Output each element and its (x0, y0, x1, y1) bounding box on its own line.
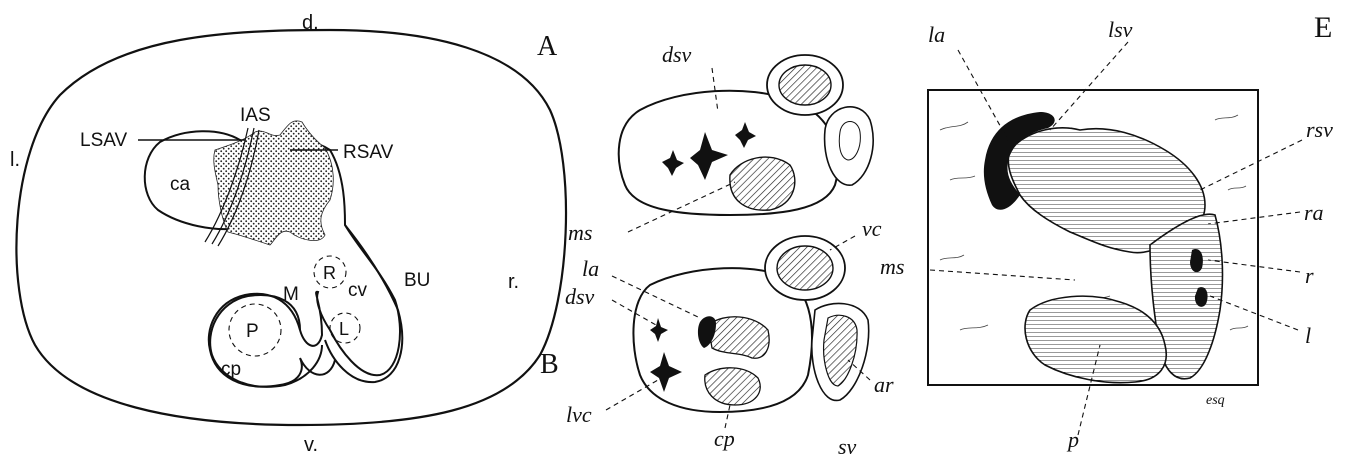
label-l: l. (10, 149, 20, 171)
panel-B-cp-body (705, 368, 760, 405)
panel-E-label-esq: esq (1206, 393, 1225, 408)
panel-E-label-lsv: lsv (1108, 17, 1133, 42)
panel-E: E la lsv rsv (880, 11, 1333, 452)
panel-A-dsv-leader (712, 68, 718, 112)
panel-B-label-cp: cp (714, 426, 735, 451)
panel-B-cp-leader (725, 405, 730, 428)
panel-B-label-dsv: dsv (565, 284, 595, 309)
panel-B: B vc la dsv ar lvc cp sv (540, 216, 894, 459)
panel-B-label-sv: sv (838, 434, 857, 459)
panel-B-letter: B (540, 349, 559, 380)
left-diagram: d. v. l. r. LSAV IAS RSAV ca M R cv BU P… (10, 12, 566, 456)
panel-E-label-ms: ms (880, 254, 904, 279)
panel-B-lvc-leader (606, 380, 658, 410)
panel-A-vessel-top-inner (779, 65, 831, 105)
label-P: P (246, 321, 259, 342)
label-cp: cp (221, 359, 241, 380)
tube-outer (325, 225, 402, 382)
panel-A-ms-body (730, 157, 795, 210)
panel-A-ms-leader (628, 182, 735, 232)
panel-B-label-lvc: lvc (566, 402, 592, 427)
label-v: v. (304, 434, 318, 456)
panel-A-mark-small (735, 122, 756, 148)
panel-B-label-la: la (582, 256, 599, 281)
panel-A-letter: A (537, 31, 558, 62)
panel-E-label-p: p (1066, 427, 1079, 452)
panel-E-label-la: la (928, 22, 945, 47)
panel-B-lvc-mark (650, 352, 682, 392)
label-R: R (323, 263, 336, 283)
panel-B-label-vc: vc (862, 216, 882, 241)
label-M: M (283, 284, 299, 305)
panel-B-la-body (708, 317, 769, 358)
label-L: L (339, 319, 349, 339)
label-IAS: IAS (240, 105, 271, 126)
label-RSAV: RSAV (343, 142, 394, 163)
panel-B-label-ar: ar (874, 372, 894, 397)
label-ca: ca (170, 174, 191, 195)
panel-B-dsv-mark (650, 318, 668, 342)
panel-B-vc-inner (777, 246, 833, 290)
label-d: d. (302, 12, 319, 34)
panel-E-label-r: r (1305, 263, 1314, 288)
panel-E-r-dark (1190, 249, 1203, 272)
panel-E-letter: E (1314, 11, 1332, 44)
panel-A-dsv-mark (690, 132, 728, 180)
label-LSAV: LSAV (80, 130, 128, 151)
panel-E-label-ra: ra (1304, 200, 1324, 225)
label-BU: BU (404, 270, 430, 291)
panel-A-mark-tiny (662, 150, 684, 176)
label-r: r. (508, 271, 519, 293)
panel-A-label-dsv: dsv (662, 42, 692, 67)
panel-A: A dsv ms (537, 31, 873, 245)
panel-A-label-ms: ms (568, 220, 592, 245)
label-cv: cv (348, 280, 368, 301)
panel-E-label-l: l (1305, 323, 1311, 348)
panel-E-label-rsv: rsv (1306, 117, 1333, 142)
